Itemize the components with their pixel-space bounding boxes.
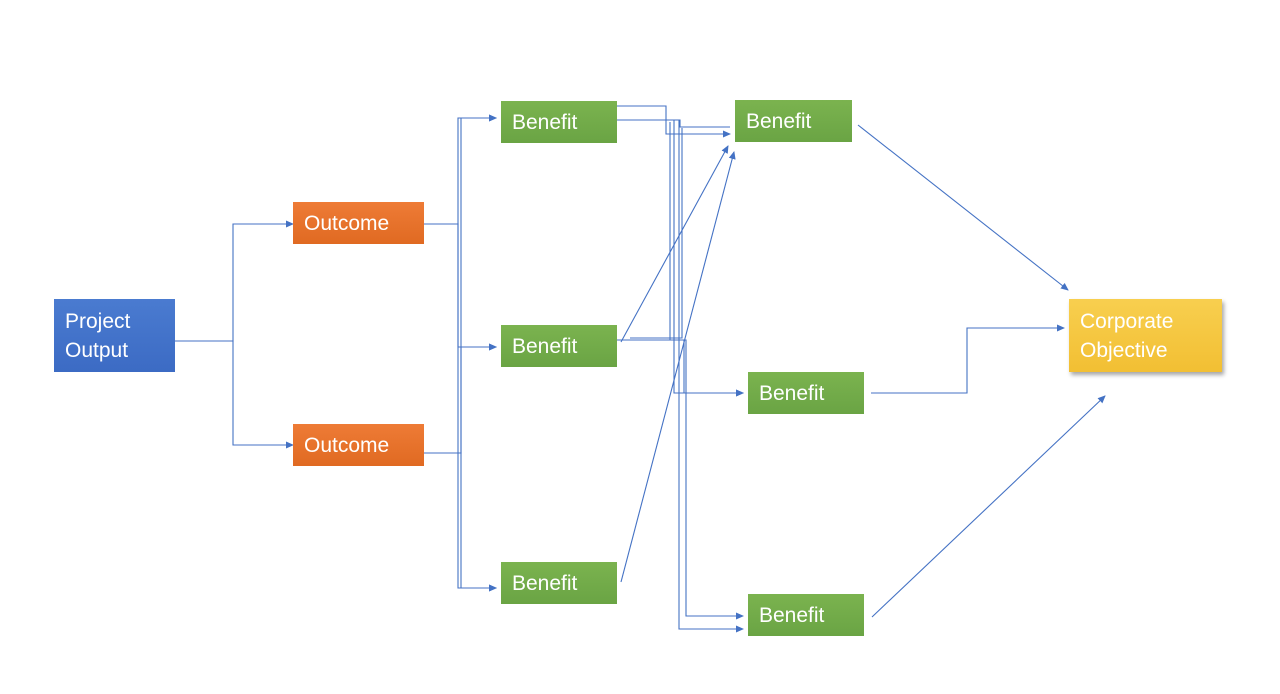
benefit-label: Benefit — [746, 109, 812, 133]
benefit-label: Benefit — [512, 110, 578, 134]
outcome-node-2[interactable]: Outcome — [293, 424, 424, 466]
connector-outcome-2-to-benefit-a — [424, 114, 497, 454]
benefit-node-c[interactable]: Benefit — [501, 562, 617, 604]
connector-outcome-1-to-benefit-c — [424, 223, 497, 592]
benefit-label: Benefit — [759, 381, 825, 405]
outcome-node-1[interactable]: Outcome — [293, 202, 424, 244]
connector-benefit-b-to-benefit-f — [617, 339, 744, 620]
corporate-objective-label: Corporate Objective — [1080, 309, 1174, 362]
corporate-objective-node[interactable]: Corporate Objective — [1069, 299, 1222, 372]
connector-project-output-to-outcome-1 — [175, 220, 294, 342]
connector-benefit-c-to-benefit-d — [620, 151, 736, 583]
connector-benefit-d-to-corporate-objective — [857, 124, 1069, 291]
connector-benefit-a-to-benefit-e — [617, 119, 744, 397]
connector-stub — [617, 122, 671, 341]
connector-outcome-2-to-benefit-b — [424, 343, 497, 454]
project-output-node[interactable]: Project Output — [54, 299, 175, 372]
connector-stub — [630, 128, 683, 339]
connector-benefit-b-to-benefit-d — [620, 145, 729, 343]
benefit-label: Benefit — [512, 571, 578, 595]
benefit-node-b[interactable]: Benefit — [501, 325, 617, 367]
connector-project-output-to-outcome-2 — [175, 340, 294, 449]
benefit-node-d[interactable]: Benefit — [735, 100, 852, 142]
benefit-node-a[interactable]: Benefit — [501, 101, 617, 143]
connector-benefit-e-to-corporate-objective — [871, 324, 1065, 394]
project-output-label: Project Output — [65, 309, 131, 362]
connector-outcome-1-to-benefit-a — [424, 114, 497, 225]
benefit-node-e[interactable]: Benefit — [748, 372, 864, 414]
connector-outcome-2-to-benefit-c — [424, 452, 497, 592]
connector-outcome-1-to-benefit-b — [424, 223, 497, 351]
benefit-node-f[interactable]: Benefit — [748, 594, 864, 636]
connector-benefit-b-to-benefit-e — [617, 339, 744, 397]
outcome-label: Outcome — [304, 433, 390, 457]
connector-benefit-f-to-corporate-objective — [871, 395, 1106, 618]
outcome-label: Outcome — [304, 211, 390, 235]
benefit-label: Benefit — [759, 603, 825, 627]
benefit-label: Benefit — [512, 334, 578, 358]
connector-benefit-a-to-benefit-f — [617, 119, 744, 633]
connector-stub — [617, 119, 730, 128]
